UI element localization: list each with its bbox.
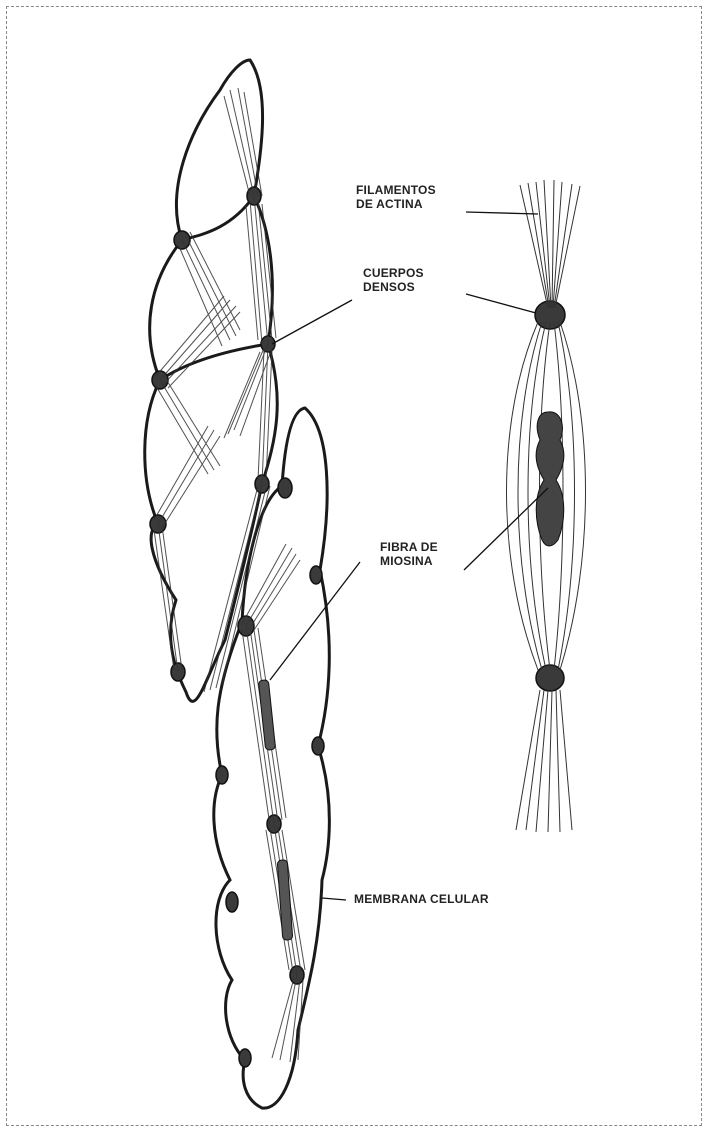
- label-cell-membrane: MEMBRANA CELULAR: [354, 892, 489, 906]
- leader-myosin-right: [464, 488, 548, 570]
- myosin-fibers-left: [258, 680, 292, 941]
- leader-dense-bodies-right: [466, 294, 536, 313]
- leader-membrane: [322, 898, 346, 900]
- label-myosin-fiber: FIBRA DE MIOSINA: [380, 540, 438, 568]
- label-dense-bodies: CUERPOS DENSOS: [363, 266, 424, 294]
- isolated-myosin-fiber: [536, 412, 564, 546]
- dense-bodies: [150, 187, 565, 1067]
- label-actin-filaments: FILAMENTOS DE ACTINA: [356, 183, 436, 211]
- lower-cell-membrane: [214, 408, 330, 1108]
- actin-filaments-lower: [242, 626, 305, 1062]
- leader-actin: [466, 212, 538, 214]
- leader-dense-bodies-left: [272, 300, 352, 344]
